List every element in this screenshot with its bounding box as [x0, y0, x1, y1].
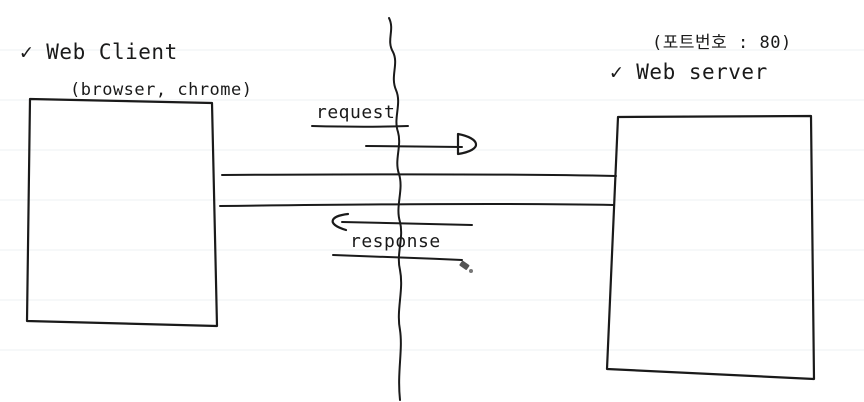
channel-top-line: [221, 173, 617, 177]
request-underline: [311, 125, 409, 128]
server-title: ✓ Web server: [610, 60, 768, 84]
response-label: response: [350, 231, 441, 252]
response-underline: [332, 254, 463, 261]
request-arrow-line: [365, 145, 463, 148]
client-subtitle: (browser, chrome): [70, 80, 253, 100]
request-label: request: [316, 102, 396, 123]
server-box: [605, 114, 816, 381]
pen-cursor-icon: [459, 260, 473, 273]
client-box: [25, 97, 219, 328]
client-title: ✓ Web Client: [20, 40, 178, 64]
server-port-note: (포트번호 : 80): [652, 33, 792, 53]
notebook-ruling: [0, 49, 864, 351]
network-boundary-line: [388, 17, 403, 401]
response-arrowhead-icon: [331, 212, 350, 232]
response-arrow-line: [341, 221, 473, 226]
request-arrowhead-icon: [456, 132, 478, 156]
channel-bottom-line: [219, 202, 615, 207]
